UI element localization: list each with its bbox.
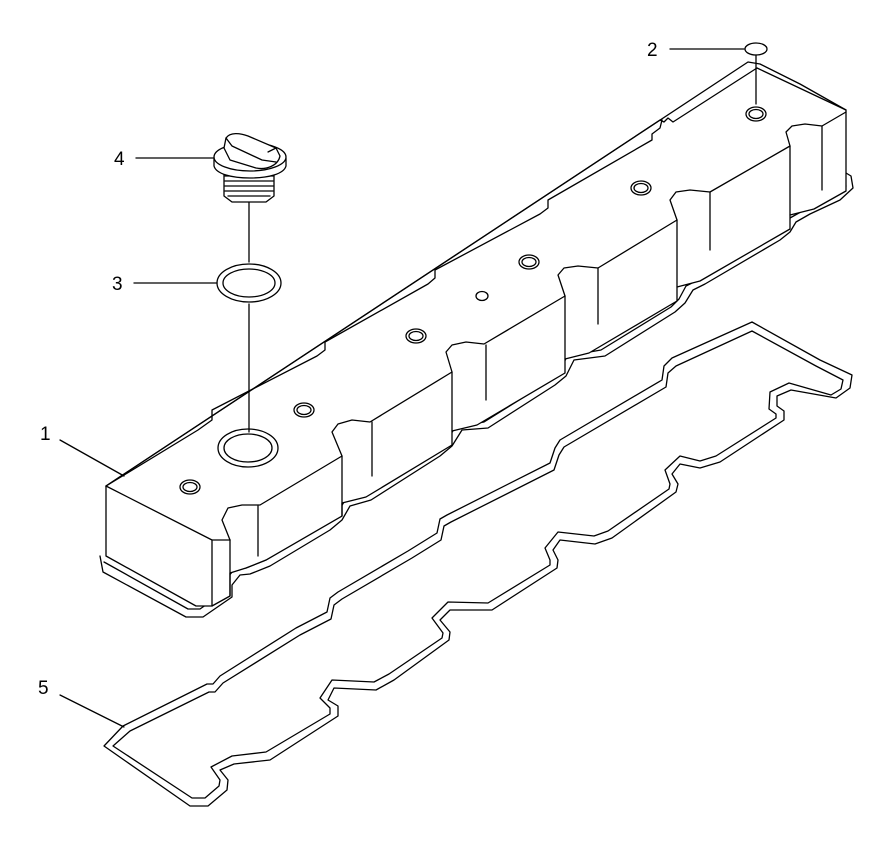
callout-2: 2 (647, 40, 658, 61)
callout-leaders (59, 48, 745, 728)
filler-cap-part-4 (213, 132, 287, 203)
seal-ring-part-2 (744, 42, 768, 105)
gasket-part-5 (103, 321, 853, 807)
valve-cover-part-1 (99, 61, 854, 618)
callout-1: 1 (40, 424, 51, 445)
callout-3: 3 (112, 274, 123, 295)
callout-5: 5 (38, 678, 49, 699)
callout-4: 4 (114, 149, 125, 170)
